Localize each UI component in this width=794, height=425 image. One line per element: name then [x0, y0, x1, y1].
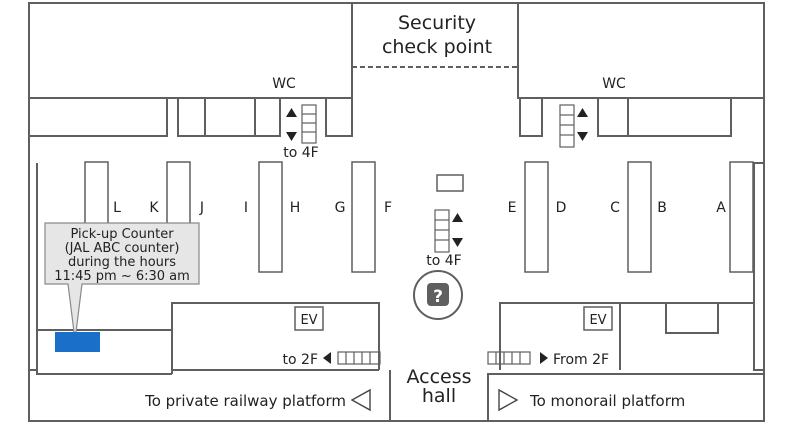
escalator-right — [559, 104, 575, 148]
elevators — [294, 306, 613, 331]
left-triangle-icon — [350, 388, 371, 412]
escalator-center-label: to 4F — [426, 253, 461, 269]
up-arrow-icon — [577, 108, 588, 117]
left-arrow-icon — [323, 352, 331, 364]
walls — [28, 2, 765, 422]
counter-letter: A — [716, 200, 726, 216]
counter-letters: L K J I H G F E D C B A — [113, 200, 726, 216]
access-hall-label-line1: Access — [406, 366, 471, 388]
security-label-line2: check point — [382, 36, 492, 58]
escalator-from-2f-label: From 2F — [553, 352, 609, 368]
restroom-left-label: WC — [272, 76, 296, 92]
right-arrow-icon — [540, 352, 548, 364]
down-arrow-icon — [577, 132, 588, 141]
info-question-mark: ? — [433, 287, 443, 307]
callout-line1: Pick-up Counter — [70, 227, 174, 242]
elevator-right-label: EV — [589, 313, 606, 328]
counter-letter: G — [335, 200, 346, 216]
direction-arrows — [286, 108, 588, 364]
counter-letter: K — [149, 200, 159, 216]
callout-line2: (JAL ABC counter) — [65, 241, 180, 256]
escalator-left — [301, 104, 317, 144]
up-arrow-icon — [286, 108, 297, 117]
elevator-right — [583, 306, 613, 331]
escalator-from-2f — [487, 351, 531, 365]
escalator-to-2f — [337, 351, 381, 365]
counter-letter: D — [556, 200, 567, 216]
escalator-to-2f-label: to 2F — [283, 352, 318, 368]
down-arrow-icon — [452, 238, 463, 247]
escalator-center — [434, 209, 450, 253]
counter-letter: B — [657, 200, 667, 216]
counter-islands — [84, 161, 754, 273]
escalator-left-label: to 4F — [283, 145, 318, 161]
counter-letter: F — [384, 200, 392, 216]
callout-line3: during the hours — [68, 255, 176, 270]
counter-letter: I — [244, 200, 248, 216]
restroom-right-label: WC — [602, 76, 626, 92]
counter-letter: C — [610, 200, 620, 216]
information-desk-icon[interactable]: ? — [413, 270, 463, 320]
callout-line4: 11:45 pm ~ 6:30 am — [54, 269, 190, 284]
counter-letter: L — [113, 200, 121, 216]
up-arrow-icon — [452, 213, 463, 222]
exit-right-label[interactable]: To monorail platform — [529, 392, 685, 410]
counter-letter: E — [508, 200, 517, 216]
counter-letter: J — [199, 200, 204, 216]
security-label-line1: Security — [398, 12, 476, 34]
exit-left-label[interactable]: To private railway platform — [144, 392, 346, 410]
elevator-left-label: EV — [300, 313, 317, 328]
counter-letter: H — [290, 200, 301, 216]
escalator-ladders — [301, 104, 575, 365]
pickup-counter-marker[interactable] — [55, 332, 100, 352]
access-hall-label-line2: hall — [422, 385, 456, 407]
down-arrow-icon — [286, 132, 297, 141]
right-triangle-icon — [498, 388, 519, 412]
elevator-left — [294, 306, 324, 331]
pickup-counter-callout[interactable]: Pick-up Counter (JAL ABC counter) during… — [44, 222, 200, 341]
